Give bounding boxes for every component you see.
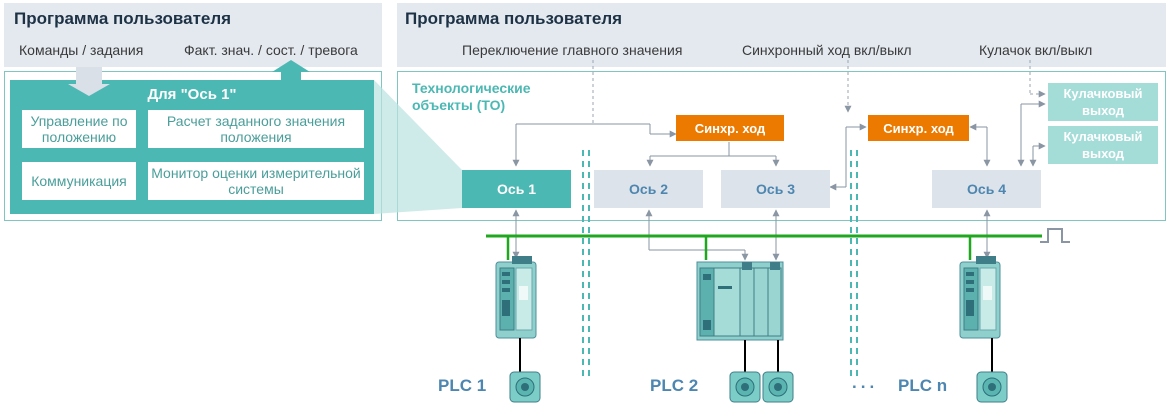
- axis-2: Ось 2: [594, 170, 703, 208]
- feedback-up-arrow: [272, 60, 310, 80]
- motor-icon: [509, 371, 541, 403]
- plc-rack-icon: [696, 261, 784, 341]
- commands-label: Команды / задания: [19, 42, 144, 58]
- signal-sync-on-off: Синхронный ход вкл/выкл: [742, 42, 912, 58]
- clock-pulse-icon: [1040, 228, 1070, 243]
- feedback-label: Факт. знач. / сост. / тревога: [184, 42, 358, 58]
- axis-4: Ось 4: [932, 170, 1041, 208]
- left-user-program-panel: [4, 3, 382, 67]
- motor-icon: [729, 371, 761, 403]
- axis-detail-title: Для "Ось 1": [147, 86, 237, 103]
- function-setpoint-calculation: Расчет заданного значения положения: [148, 110, 364, 148]
- axis-3: Ось 3: [721, 170, 830, 208]
- signal-cam-on-off: Кулачок вкл/выкл: [979, 42, 1093, 58]
- right-panel-title: Программа пользователя: [405, 9, 623, 28]
- function-measuring-system-monitor: Монитор оценки измерительной системы: [148, 162, 364, 200]
- cam-output-1: Кулачковый выход: [1048, 83, 1158, 121]
- function-position-control: Управление по положению: [22, 110, 136, 148]
- left-panel-title: Программа пользователя: [14, 9, 232, 28]
- drive-module-icon: [959, 256, 1001, 339]
- commands-down-arrow: [68, 67, 110, 96]
- plc-n-label: PLC n: [898, 376, 948, 395]
- motor-icon: [976, 371, 1008, 403]
- plc-2-label: PLC 2: [650, 376, 699, 395]
- sync-operation-1: Синхр. ход: [676, 115, 784, 141]
- technology-objects-label: Технологические объекты (ТО): [412, 80, 531, 113]
- plc-1-label: PLC 1: [438, 376, 487, 395]
- ellipsis-label: ...: [852, 373, 879, 392]
- motor-icon: [762, 371, 794, 403]
- signal-master-switch: Переключение главного значения: [462, 42, 683, 58]
- right-user-program-panel: [397, 3, 1166, 67]
- axis-1: Ось 1: [462, 170, 571, 208]
- sync-operation-2: Синхр. ход: [868, 115, 969, 141]
- drive-module-icon: [495, 256, 537, 339]
- function-communication: Коммуникация: [22, 162, 136, 200]
- cam-output-2: Кулачковый выход: [1048, 126, 1158, 164]
